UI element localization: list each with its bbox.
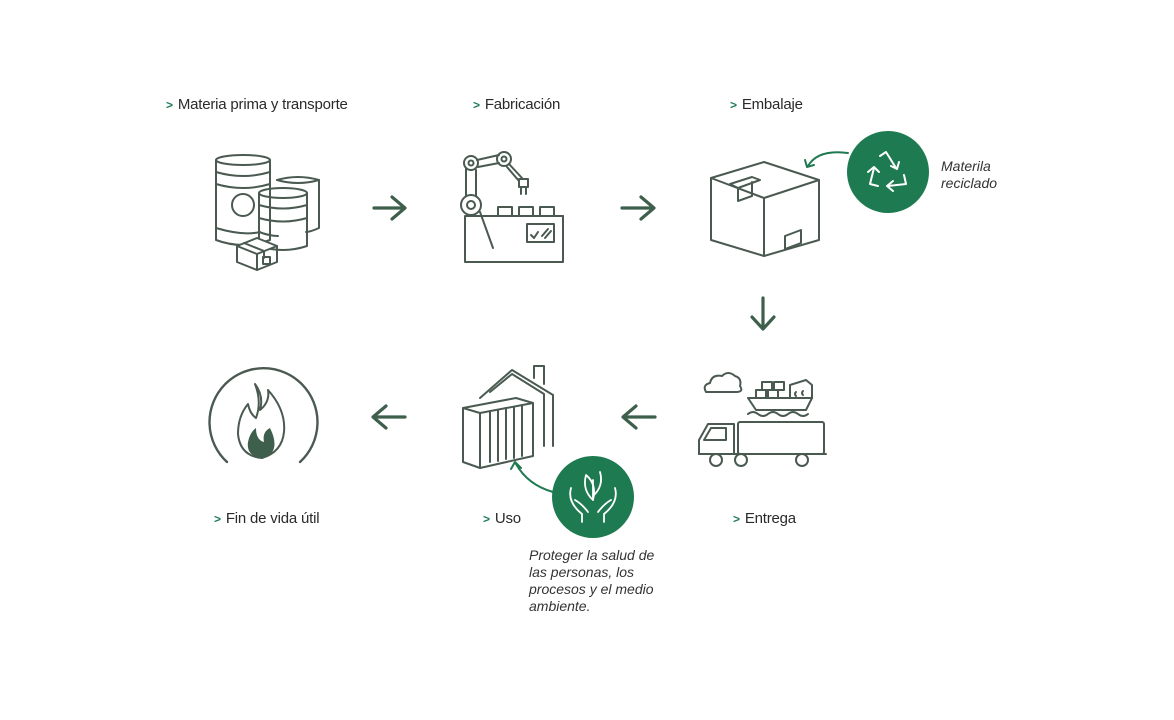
arrow-entrega-to-uso <box>621 404 657 430</box>
flame-icon <box>208 367 319 464</box>
arrow-materia-to-fabricacion <box>372 195 407 221</box>
step-label-materia: >Materia prima y transporte <box>166 96 348 113</box>
recycle-icon <box>867 151 907 192</box>
step-label-fabricacion: >Fabricación <box>473 96 561 113</box>
box-icon <box>710 161 820 257</box>
ship-truck-icon <box>698 372 827 467</box>
arrow-embalaje-to-entrega <box>750 296 776 331</box>
recycled-note: Materila reciclado <box>941 158 998 191</box>
recycle-badge <box>804 131 929 213</box>
robot-arm-factory-icon <box>460 151 564 263</box>
step-label-embalaje: >Embalaje <box>730 96 803 113</box>
protect-badge <box>510 456 634 538</box>
hands-leaf-icon <box>569 471 617 523</box>
step-label-uso: >Uso <box>483 510 521 527</box>
barrels-icon <box>215 154 320 271</box>
arrow-uso-to-fin <box>371 404 407 430</box>
step-label-entrega: >Entrega <box>733 510 796 527</box>
step-label-fin: >Fin de vida útil <box>214 510 320 527</box>
protect-note: Proteger la salud de las personas, los p… <box>529 547 655 614</box>
arrow-fabricacion-to-embalaje <box>620 195 656 221</box>
house-radiator-icon <box>462 365 554 469</box>
